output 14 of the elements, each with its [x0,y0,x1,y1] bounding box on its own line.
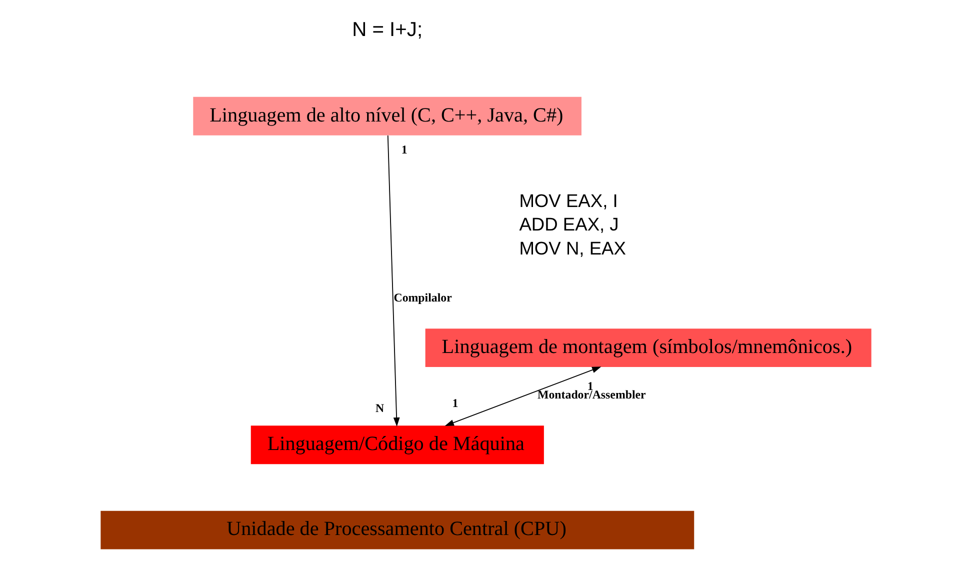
label: MOV EAX, I [518,190,618,211]
arrow [444,366,601,426]
label: ADD EAX, J [518,214,618,235]
edge-label: Compilalor [393,290,452,304]
node-box: Linguagem/Código de Máquina [250,426,544,464]
label: N [375,400,384,415]
node-box: Linguagem de montagem (símbolos/mnemônicos.) [424,328,871,368]
label: 1 [400,142,407,156]
node-box: Linguagem de alto nível (C, C++, Java, C#) [192,96,581,136]
node-box: Unidade de Processamento Central (CPU) [100,510,694,550]
label: N = I+J; [352,19,422,42]
label: 1 [452,396,458,410]
label: MOV N, EAX [518,237,626,258]
arrow [386,135,400,427]
